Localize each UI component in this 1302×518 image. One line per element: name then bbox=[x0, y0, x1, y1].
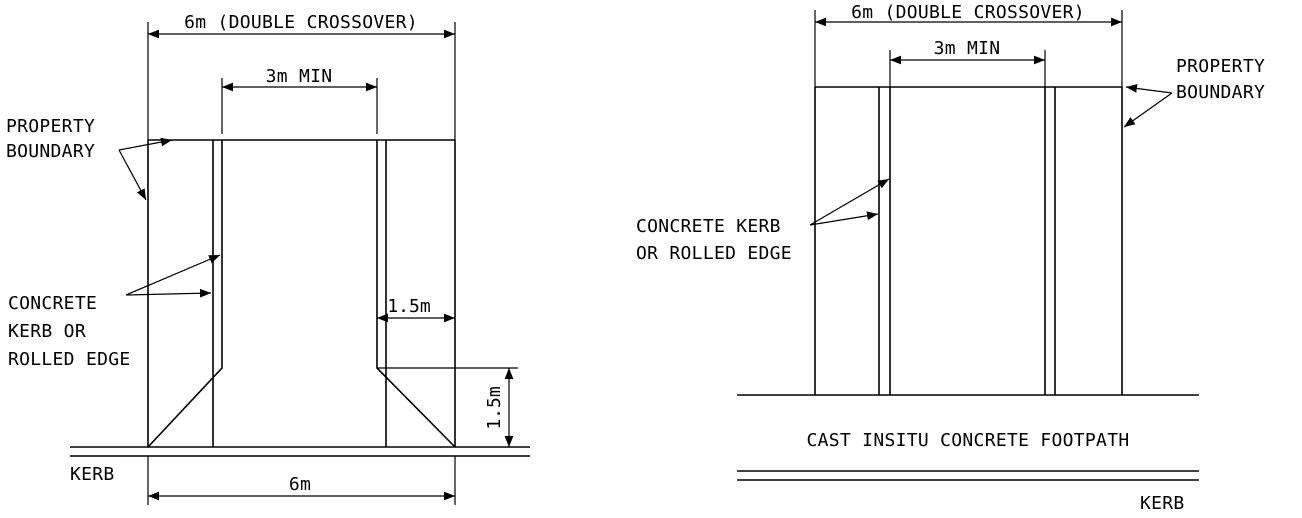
left-bottom-dimension-label: 6m bbox=[289, 474, 311, 495]
left-concrete-kerb-label: CONCRETE KERB OR ROLLED EDGE bbox=[8, 293, 131, 370]
right-crossover-outline bbox=[814, 86, 1123, 395]
left-concrete-kerb-leader-1 bbox=[125, 254, 221, 296]
left-top-dimension-label: 6m (DOUBLE CROSSOVER) bbox=[184, 12, 418, 33]
left-crossover-outline bbox=[147, 139, 456, 447]
right-property-boundary-label: PROPERTY BOUNDARY bbox=[1176, 56, 1276, 103]
right-detail: 6m (DOUBLE CROSSOVER) 3m MIN PROPERTY BO… bbox=[636, 2, 1276, 514]
right-inner-dimension-label: 3m MIN bbox=[934, 38, 1001, 59]
left-top-dimension-line bbox=[147, 22, 456, 140]
right-kerb-edge-right bbox=[1044, 87, 1056, 395]
right-road-kerb-lines bbox=[737, 470, 1199, 481]
right-kerb-edge-left bbox=[878, 87, 891, 395]
left-property-boundary-leader-2 bbox=[118, 149, 147, 201]
left-concrete-kerb-leader-2 bbox=[125, 288, 212, 298]
left-detail: 6m (DOUBLE CROSSOVER) 3m MIN PROPERTY BO… bbox=[6, 12, 530, 505]
right-kerb-label: KERB bbox=[1140, 493, 1185, 514]
left-kerb-edge-right bbox=[376, 140, 456, 448]
right-property-boundary-leader-2 bbox=[1123, 92, 1173, 128]
left-property-boundary-leader-1 bbox=[118, 137, 173, 151]
left-inner-dimension-label: 3m MIN bbox=[266, 66, 333, 87]
left-splay-width-label: 1.5m bbox=[387, 296, 430, 317]
left-property-boundary-label: PROPERTY BOUNDARY bbox=[6, 116, 106, 162]
left-kerb-edge-left bbox=[147, 140, 223, 448]
right-top-dimension-label: 6m (DOUBLE CROSSOVER) bbox=[851, 2, 1085, 23]
right-concrete-kerb-label: CONCRETE KERB OR ROLLED EDGE bbox=[636, 216, 792, 264]
left-road-kerb-lines bbox=[70, 446, 530, 457]
left-splay-depth-label: 1.5m bbox=[484, 386, 505, 429]
right-footpath-label: CAST INSITU CONCRETE FOOTPATH bbox=[807, 430, 1130, 451]
right-concrete-kerb-leader-1 bbox=[809, 178, 890, 226]
left-kerb-label: KERB bbox=[70, 464, 115, 485]
right-concrete-kerb-leader-2 bbox=[809, 211, 879, 226]
right-property-boundary-leader-1 bbox=[1125, 84, 1173, 94]
